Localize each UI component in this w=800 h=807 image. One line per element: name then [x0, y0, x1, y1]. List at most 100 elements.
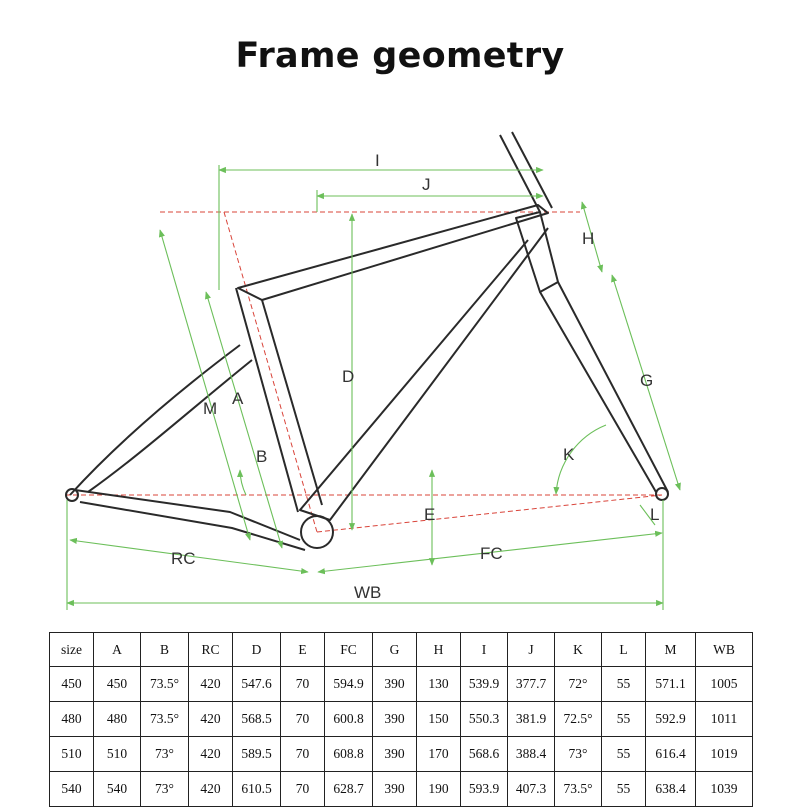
table-cell-wb: 1011 [695, 701, 753, 737]
header-size: size [49, 632, 94, 667]
header-h: H [416, 632, 461, 667]
table-cell-e: 70 [280, 701, 325, 737]
table-cell-a: 510 [93, 736, 141, 772]
table-cell-m: 592.9 [645, 701, 696, 737]
table-cell-size: 510 [49, 736, 94, 772]
table-cell-a: 480 [93, 701, 141, 737]
label-i: I [375, 151, 380, 170]
table-cell-g: 390 [372, 701, 417, 737]
dimension-labels: I J H D G M A B K E L RC FC WB [171, 151, 659, 602]
header-rc: RC [188, 632, 233, 667]
table-cell-b: 73.5° [140, 666, 189, 702]
table-cell-fc: 608.8 [324, 736, 373, 772]
table-cell-l: 55 [601, 736, 646, 772]
header-d: D [232, 632, 281, 667]
header-i: I [460, 632, 508, 667]
header-l: L [601, 632, 646, 667]
table-cell-g: 390 [372, 666, 417, 702]
header-wb: WB [695, 632, 753, 667]
header-m: M [645, 632, 696, 667]
front-dropout [655, 487, 669, 501]
bb-to-front-hub-line [316, 494, 663, 533]
header-g: G [372, 632, 417, 667]
table-cell-fc: 600.8 [324, 701, 373, 737]
table-cell-j: 377.7 [507, 666, 555, 702]
table-cell-d: 568.5 [232, 701, 281, 737]
table-cell-wb: 1005 [695, 666, 753, 702]
table-cell-i: 539.9 [460, 666, 508, 702]
header-a: A [93, 632, 141, 667]
table-cell-m: 571.1 [645, 666, 696, 702]
table-cell-i: 568.6 [460, 736, 508, 772]
dim-l-line [639, 504, 656, 526]
dim-h-line [580, 201, 604, 273]
label-d: D [342, 367, 354, 386]
table-cell-j: 407.3 [507, 771, 555, 807]
table-cell-fc: 594.9 [324, 666, 373, 702]
table-cell-rc: 420 [188, 736, 233, 772]
table-cell-j: 388.4 [507, 736, 555, 772]
table-cell-h: 150 [416, 701, 461, 737]
table-header-row: size A B RC D E FC G H I J K L M WB [49, 632, 753, 667]
dim-b-arc [237, 469, 247, 496]
dim-rc-line [69, 537, 309, 575]
table-cell-e: 70 [280, 771, 325, 807]
table-cell-k: 73.5° [554, 771, 602, 807]
label-a: A [232, 389, 244, 408]
label-rc: RC [171, 549, 196, 568]
table-cell-e: 70 [280, 736, 325, 772]
table-cell-b: 73° [140, 736, 189, 772]
label-b: B [256, 447, 267, 466]
frame-geometry-diagram: I J H D G M A B K E L RC FC WB [65, 131, 681, 610]
table-cell-b: 73.5° [140, 701, 189, 737]
label-l: L [650, 505, 659, 524]
table-cell-i: 593.9 [460, 771, 508, 807]
header-b: B [140, 632, 189, 667]
label-k: K [563, 445, 575, 464]
table-cell-a: 450 [93, 666, 141, 702]
label-wb: WB [354, 583, 381, 602]
dimension-lines [66, 165, 681, 610]
table-cell-l: 55 [601, 701, 646, 737]
table-cell-m: 616.4 [645, 736, 696, 772]
table-cell-g: 390 [372, 771, 417, 807]
label-e: E [424, 505, 435, 524]
head-tube [515, 211, 559, 293]
dim-a-line [158, 229, 252, 541]
table-cell-g: 390 [372, 736, 417, 772]
label-fc: FC [480, 544, 503, 563]
seat-stay [69, 344, 253, 496]
table-cell-k: 73° [554, 736, 602, 772]
table-cell-wb: 1019 [695, 736, 753, 772]
table-cell-l: 55 [601, 771, 646, 807]
header-j: J [507, 632, 555, 667]
table-cell-wb: 1039 [695, 771, 753, 807]
table-cell-d: 610.5 [232, 771, 281, 807]
table-cell-size: 480 [49, 701, 94, 737]
table-cell-size: 540 [49, 771, 94, 807]
label-g: G [640, 371, 653, 390]
table-cell-rc: 420 [188, 771, 233, 807]
table-cell-rc: 420 [188, 701, 233, 737]
table-cell-size: 450 [49, 666, 94, 702]
top-tube [237, 204, 549, 301]
table-cell-j: 381.9 [507, 701, 555, 737]
table-cell-e: 70 [280, 666, 325, 702]
table-cell-d: 547.6 [232, 666, 281, 702]
table-cell-h: 170 [416, 736, 461, 772]
header-k: K [554, 632, 602, 667]
header-e: E [280, 632, 325, 667]
table-cell-fc: 628.7 [324, 771, 373, 807]
table-cell-rc: 420 [188, 666, 233, 702]
table-cell-b: 73° [140, 771, 189, 807]
label-m: M [203, 399, 217, 418]
steerer [499, 131, 553, 213]
chain-stay [74, 489, 306, 551]
header-fc: FC [324, 632, 373, 667]
table-cell-h: 130 [416, 666, 461, 702]
dim-g-line [611, 274, 681, 491]
